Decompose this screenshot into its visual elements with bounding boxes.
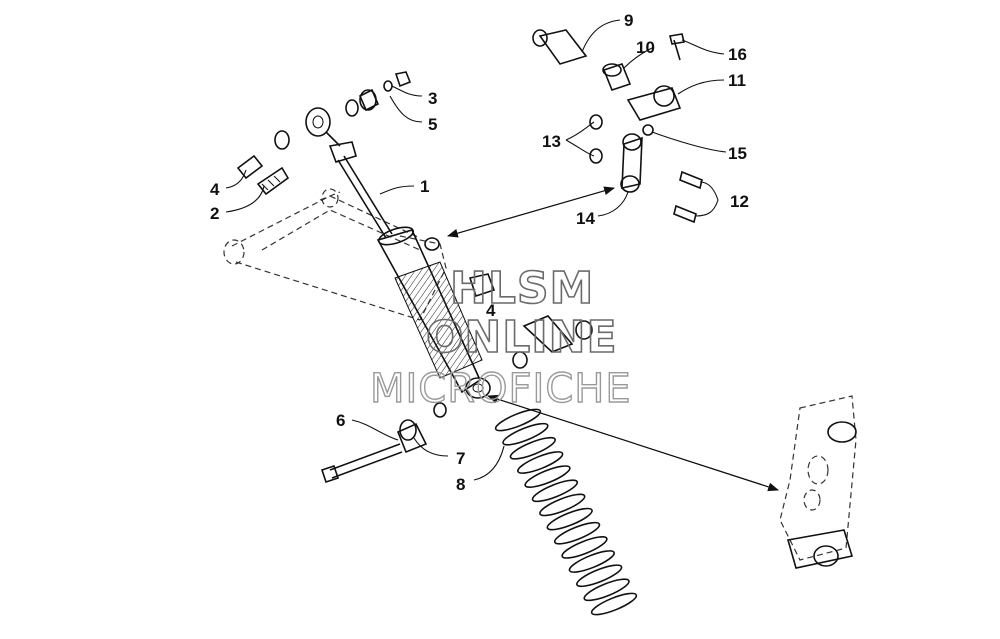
spring-coil (568, 550, 615, 573)
spindle-knuckle (779, 395, 857, 569)
callout-labels: 1 2 3 4 4 5 6 7 8 9 10 11 12 13 14 15 16 (210, 11, 749, 494)
callout-8: 8 (456, 475, 465, 494)
callout-16: 16 (728, 45, 747, 64)
watermark-line-2: ONLINE (426, 312, 618, 363)
callout-15: 15 (728, 144, 747, 163)
callout-13: 13 (542, 132, 561, 151)
spring-coil (494, 408, 542, 432)
callout-2: 2 (210, 204, 219, 223)
callout-5: 5 (428, 115, 437, 134)
spring-coil (524, 465, 571, 488)
watermark: HLSM ONLINE MICROFICHE (369, 262, 632, 413)
spring-coil (546, 507, 593, 531)
spring-coil (576, 564, 623, 588)
callout-9: 9 (624, 11, 633, 30)
spring-coil (553, 521, 601, 545)
callout-4-upper: 4 (210, 180, 220, 199)
spring-coil (509, 436, 556, 460)
callout-10: 10 (636, 38, 655, 57)
spring-coil (583, 578, 630, 602)
shock-absorber (305, 107, 491, 399)
spring-coil (517, 451, 564, 474)
callout-1: 1 (420, 177, 429, 196)
middle-hardware (424, 237, 593, 418)
spring-coil (590, 592, 638, 616)
callout-7: 7 (456, 449, 465, 468)
coil-spring (494, 408, 638, 616)
spring-coil (502, 422, 549, 446)
callout-14: 14 (576, 209, 595, 228)
watermark-line-3: MICROFICHE (370, 366, 632, 412)
connection-arrows (446, 186, 780, 492)
spring-coil (531, 479, 579, 503)
spring-coil (539, 493, 586, 517)
callout-3: 3 (428, 89, 437, 108)
spring-coil (561, 536, 608, 559)
callout-11: 11 (728, 71, 746, 90)
callout-12: 12 (730, 192, 749, 211)
watermark-line-1: HLSM (450, 263, 594, 314)
leader-lines (225, 19, 727, 481)
callout-4-middle: 4 (486, 301, 496, 320)
upper-mount-hardware (236, 71, 412, 196)
linkage-hardware (532, 29, 703, 224)
lower-bolt-and-bushing (320, 419, 428, 484)
callout-6: 6 (336, 411, 345, 430)
